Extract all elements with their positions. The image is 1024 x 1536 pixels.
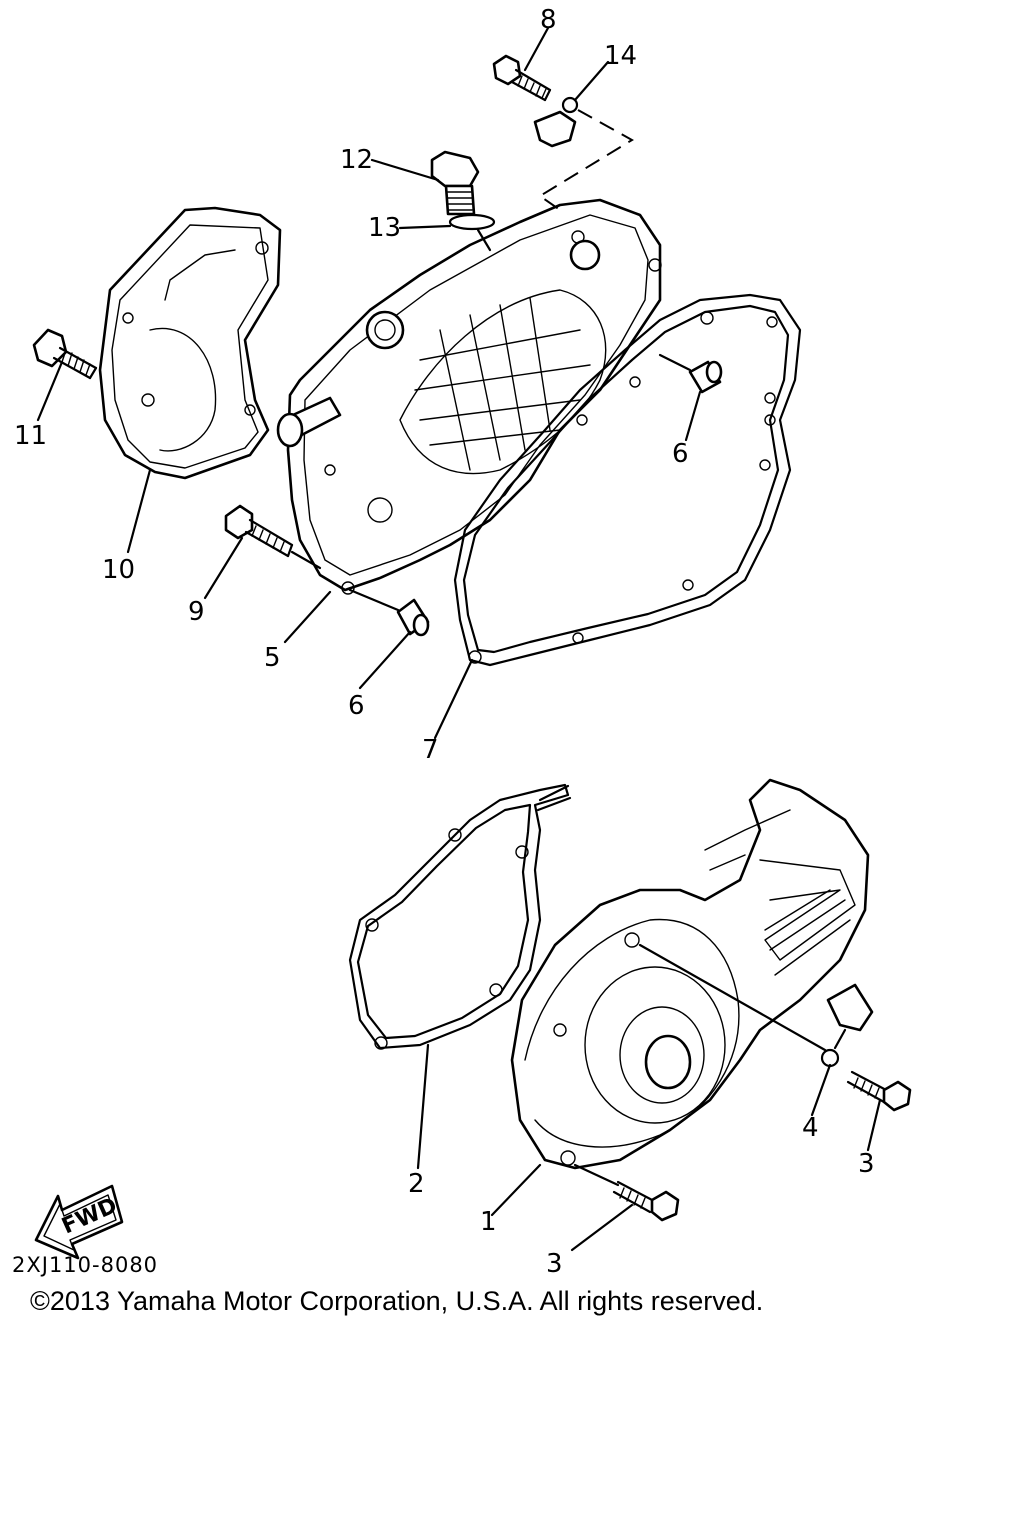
label-part-4: 4 <box>802 1113 819 1143</box>
label-part-7: 7 <box>422 735 439 765</box>
label-part-6-upper: 6 <box>672 439 689 469</box>
part-11-bolt <box>32 328 98 380</box>
part-1-generator-cover <box>510 778 870 1170</box>
label-part-13: 13 <box>368 213 401 243</box>
copyright-notice: ©2013 Yamaha Motor Corporation, U.S.A. A… <box>30 1286 764 1316</box>
diagram-code: 2XJ110-8080 <box>12 1253 158 1277</box>
label-part-6-lower: 6 <box>348 691 365 721</box>
part-12-drain-plug <box>430 150 480 216</box>
part-number-labels: 8 14 12 13 11 10 9 5 6 7 6 2 1 4 3 3 <box>14 5 875 1279</box>
part-10-outer-cover <box>98 206 282 480</box>
label-part-14: 14 <box>604 41 637 71</box>
label-part-9: 9 <box>188 597 205 627</box>
label-part-8: 8 <box>540 5 557 35</box>
leader-lines <box>36 26 882 1252</box>
fwd-arrow-icon: FWD <box>34 1184 124 1260</box>
part-9-bolt <box>224 504 322 570</box>
part-7-gasket <box>453 293 802 667</box>
part-4-clamp <box>820 983 874 1068</box>
label-part-3-lower: 3 <box>546 1249 563 1279</box>
label-part-12: 12 <box>340 145 373 175</box>
part-6-dowel-lower <box>348 588 430 637</box>
part-8-bolt <box>492 54 552 102</box>
label-part-1: 1 <box>480 1207 497 1237</box>
part-14-clamp <box>533 96 634 211</box>
label-part-5: 5 <box>264 643 281 673</box>
part-2-gasket <box>348 783 572 1050</box>
part-3-bolt-lower <box>573 1163 680 1222</box>
part-5-crankcase-cover <box>276 198 662 595</box>
label-part-11: 11 <box>14 421 47 451</box>
part-13-o-ring <box>448 213 496 252</box>
part-6-dowel-upper <box>658 353 723 394</box>
label-part-3-right: 3 <box>858 1149 875 1179</box>
label-part-10: 10 <box>102 555 135 585</box>
part-3-bolt-right <box>846 1070 912 1112</box>
label-part-2: 2 <box>408 1169 425 1199</box>
